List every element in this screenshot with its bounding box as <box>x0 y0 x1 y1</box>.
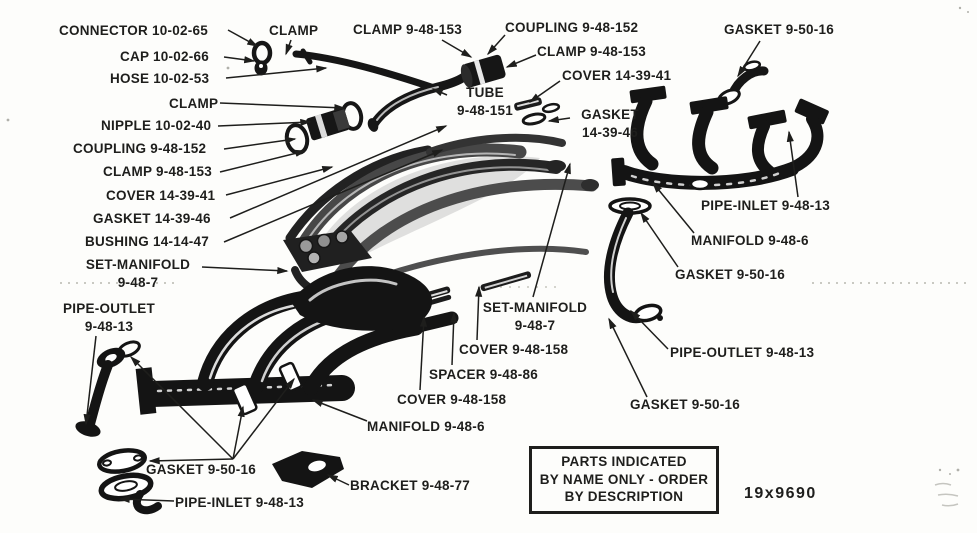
label-nipple: NIPPLE 10-02-40 <box>101 118 212 133</box>
label-clamp-153-top-right: CLAMP 9-48-153 <box>537 44 647 59</box>
label-cover-41-right: COVER 14-39-41 <box>562 68 672 83</box>
left-exhaust-manifold-art <box>135 266 459 416</box>
label-bushing: BUSHING 14-14-47 <box>85 234 210 249</box>
label-pipe-inlet-right: PIPE-INLET 9-48-13 <box>701 198 831 213</box>
leader-lines <box>83 29 799 503</box>
label-spacer: SPACER 9-48-86 <box>429 367 539 382</box>
label-clamp-153-top: CLAMP 9-48-153 <box>353 22 463 37</box>
pipe-outlet-art <box>75 340 141 437</box>
bracket-art <box>272 451 344 488</box>
label-pipe-outlet-left: PIPE-OUTLET 9-48-13 <box>62 301 155 334</box>
order-note-box: PARTS INDICATED BY NAME ONLY - ORDER BY … <box>529 446 719 514</box>
label-clamp-left: CLAMP <box>169 96 219 111</box>
note-line-3: BY DESCRIPTION <box>564 489 684 505</box>
note-line-2: BY NAME ONLY - ORDER <box>539 471 709 487</box>
label-gasket-46-left: GASKET 14-39-46 <box>93 211 211 226</box>
label-gasket-50-bottom-right: GASKET 9-50-16 <box>630 397 741 412</box>
label-cover-41-left: COVER 14-39-41 <box>106 188 216 203</box>
label-gasket-50-bottom-left: GASKET 9-50-16 <box>146 462 257 477</box>
intake-manifold-art <box>283 133 599 300</box>
nipple-coupling-art <box>284 101 364 155</box>
label-manifold-right: MANIFOLD 9-48-6 <box>691 233 809 248</box>
label-cap: CAP 10-02-66 <box>120 49 210 64</box>
label-gasket-50-right: GASKET 9-50-16 <box>675 267 786 282</box>
label-connector: CONNECTOR 10-02-65 <box>59 23 209 38</box>
label-cover-158-upper: COVER 9-48-158 <box>459 342 569 357</box>
right-exhaust-manifold-art <box>611 85 829 191</box>
label-bracket: BRACKET 9-48-77 <box>350 478 471 493</box>
gasket-pipe-inlet-art <box>97 448 162 515</box>
label-pipe-outlet-right: PIPE-OUTLET 9-48-13 <box>670 345 815 360</box>
tube-art <box>367 72 469 132</box>
label-hose: HOSE 10-02-53 <box>110 71 210 86</box>
s-pipe-art <box>604 197 663 324</box>
hose-assembly-art <box>251 40 438 92</box>
label-clamp-top: CLAMP <box>269 23 319 38</box>
label-pipe-inlet-bottom-left: PIPE-INLET 9-48-13 <box>175 495 305 510</box>
label-clamp-153-left: CLAMP 9-48-153 <box>103 164 213 179</box>
label-set-manifold-center: SET-MANIFOLD 9-48-7 <box>482 300 588 333</box>
note-line-1: PARTS INDICATED <box>561 454 687 469</box>
label-cover-158-lower: COVER 9-48-158 <box>397 392 507 407</box>
label-coupling-top: COUPLING 9-48-152 <box>505 20 639 35</box>
plate-number: 19x9690 <box>744 485 817 502</box>
label-coupling-left: COUPLING 9-48-152 <box>73 141 207 156</box>
label-gasket-46-right: GASKET 14-39-46 <box>581 107 639 140</box>
coupling-clamp-art <box>460 54 506 88</box>
label-manifold-bottom: MANIFOLD 9-48-6 <box>367 419 485 434</box>
label-set-manifold-left: SET-MANIFOLD 9-48-7 <box>85 257 191 290</box>
label-gasket-50-top-right: GASKET 9-50-16 <box>724 22 835 37</box>
scan-noise-art <box>6 6 969 507</box>
label-tube: TUBE 9-48-151 <box>456 85 514 118</box>
